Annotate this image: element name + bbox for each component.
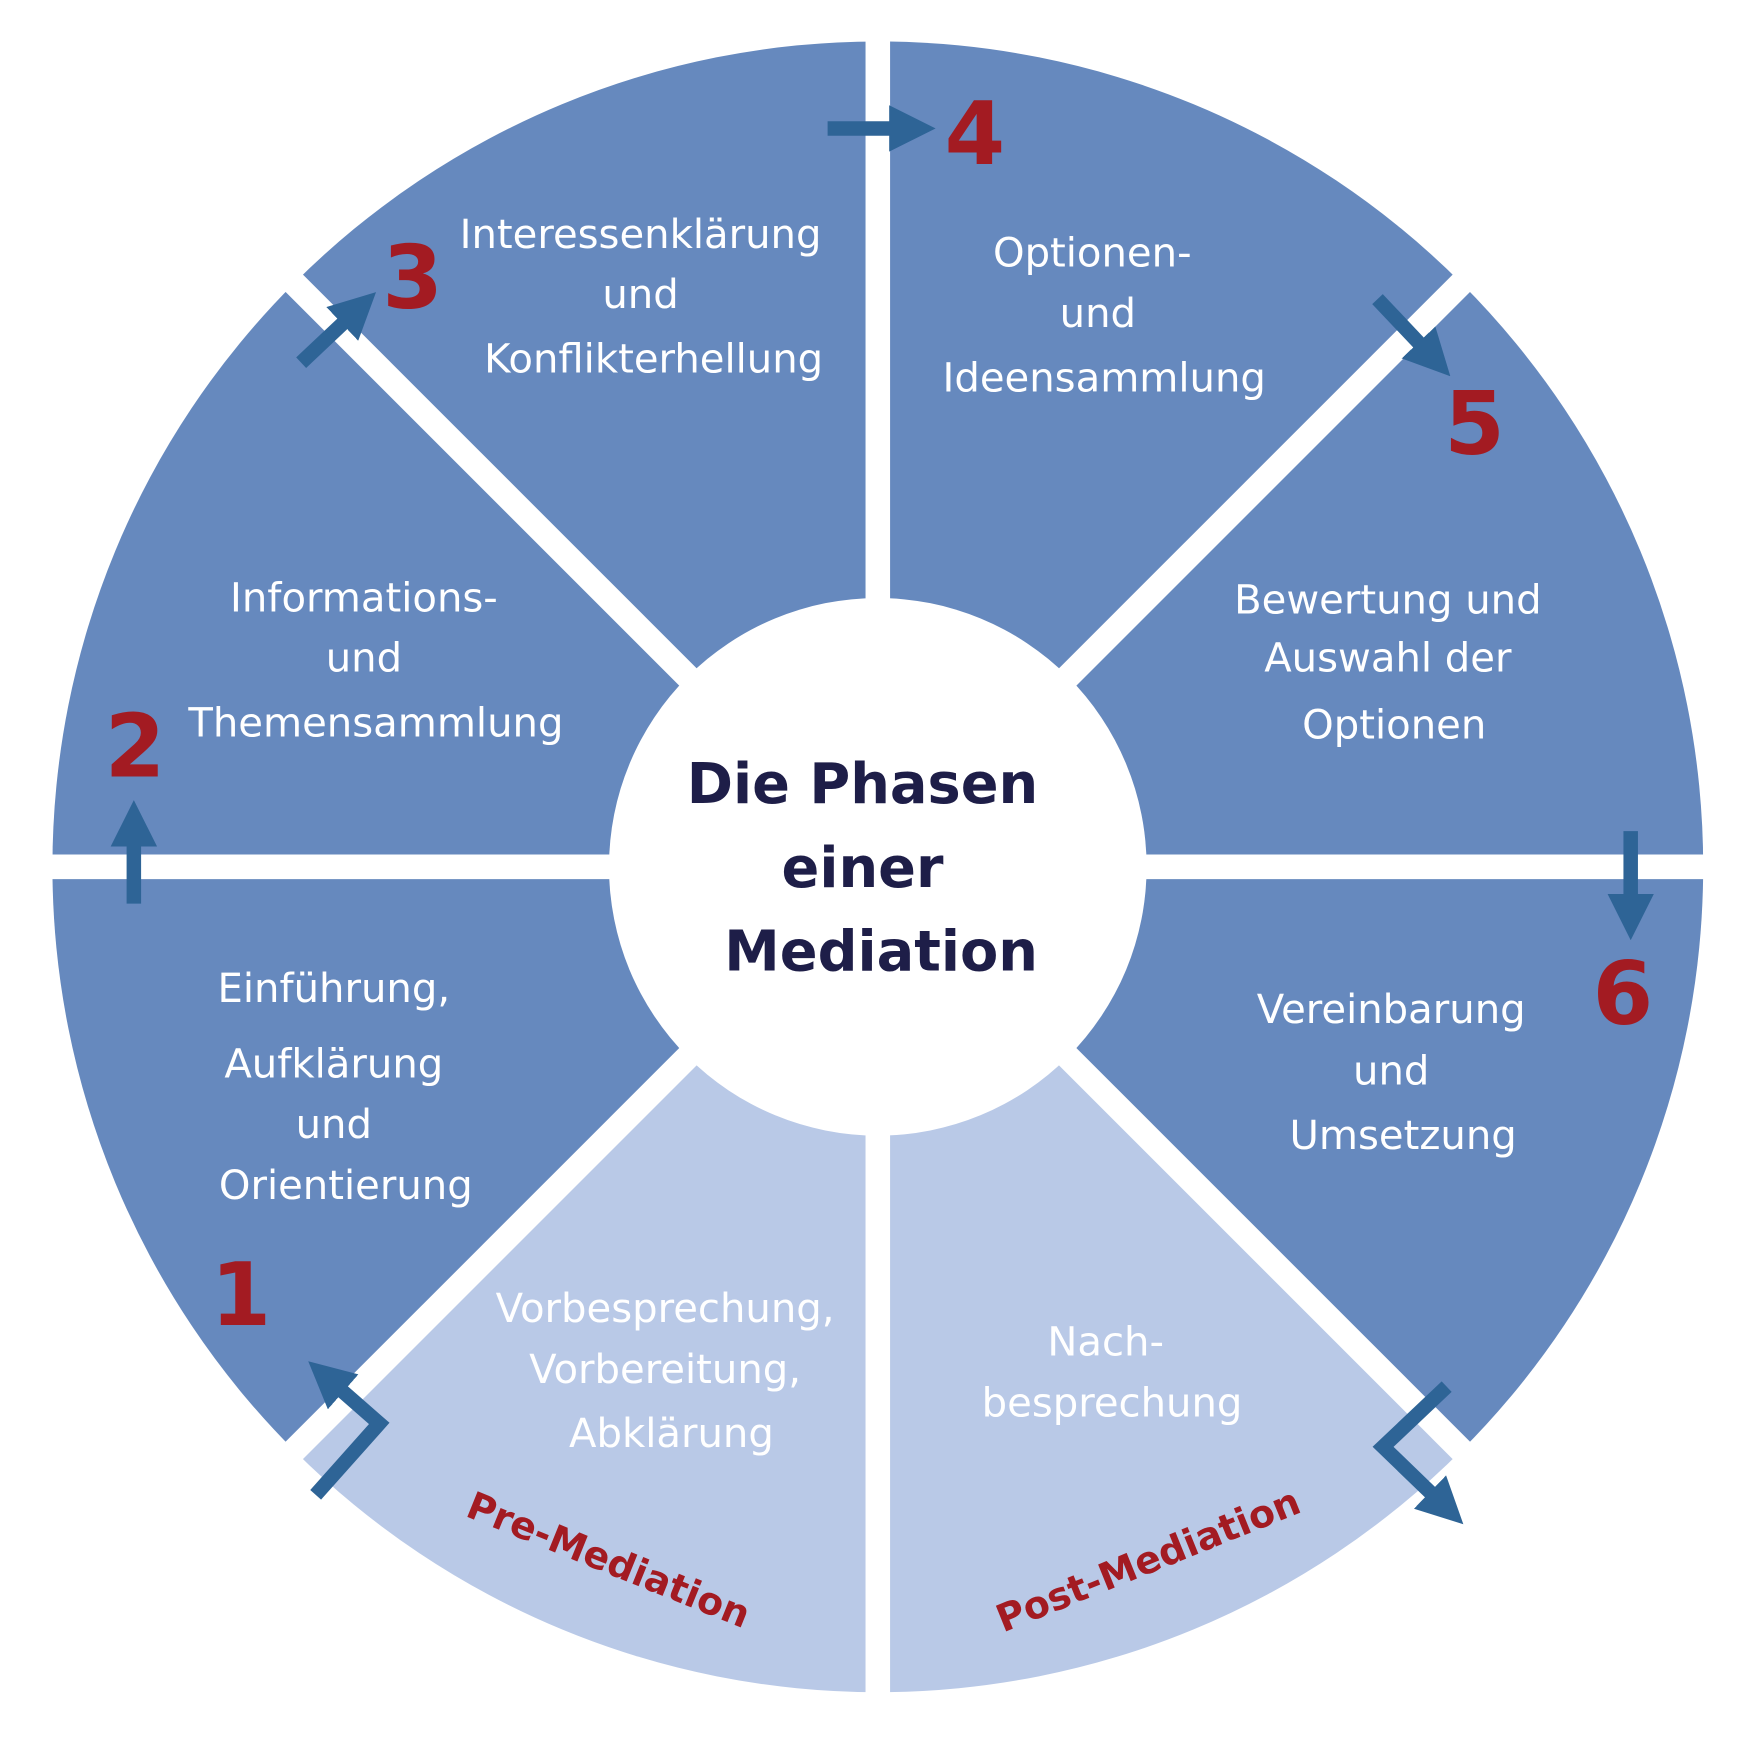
phase-3-text: Interessenklärung und Konflikterhellung bbox=[460, 212, 835, 383]
arrow-to-phase-5-icon bbox=[1372, 294, 1451, 377]
post-mediation-text: Nach- besprechung bbox=[982, 1319, 1243, 1426]
center-title: Die Phasen einer Mediation bbox=[687, 752, 1058, 984]
phase-5-text: Bewertung und Auswahl der Optionen bbox=[1234, 578, 1554, 749]
phase-number-2: 2 bbox=[105, 695, 166, 797]
phase-6-text: Vereinbarung und Umsetzung bbox=[1257, 987, 1539, 1159]
phase-number-1: 1 bbox=[211, 1244, 272, 1346]
arrow-to-post-mediation-icon bbox=[1372, 1381, 1464, 1525]
phase-1-text: Einführung, Aufklärung und Orientierung bbox=[218, 966, 473, 1209]
phase-4-text: Optionen- und Ideensammlung bbox=[943, 231, 1266, 402]
pre-mediation-text: Vorbesprechung, Vorbereitung, Abklärung bbox=[496, 1286, 848, 1457]
phase-2-text: Informations- und Themensammlung bbox=[187, 575, 563, 746]
phase-number-6: 6 bbox=[1593, 943, 1654, 1045]
phase-number-3: 3 bbox=[382, 227, 443, 329]
arrow-to-phase-3-icon bbox=[296, 292, 377, 368]
center-circle bbox=[609, 598, 1147, 1136]
phase-number-4: 4 bbox=[945, 83, 1006, 185]
arrow-to-phase-1-icon bbox=[308, 1361, 390, 1500]
phase-number-5: 5 bbox=[1444, 373, 1505, 475]
